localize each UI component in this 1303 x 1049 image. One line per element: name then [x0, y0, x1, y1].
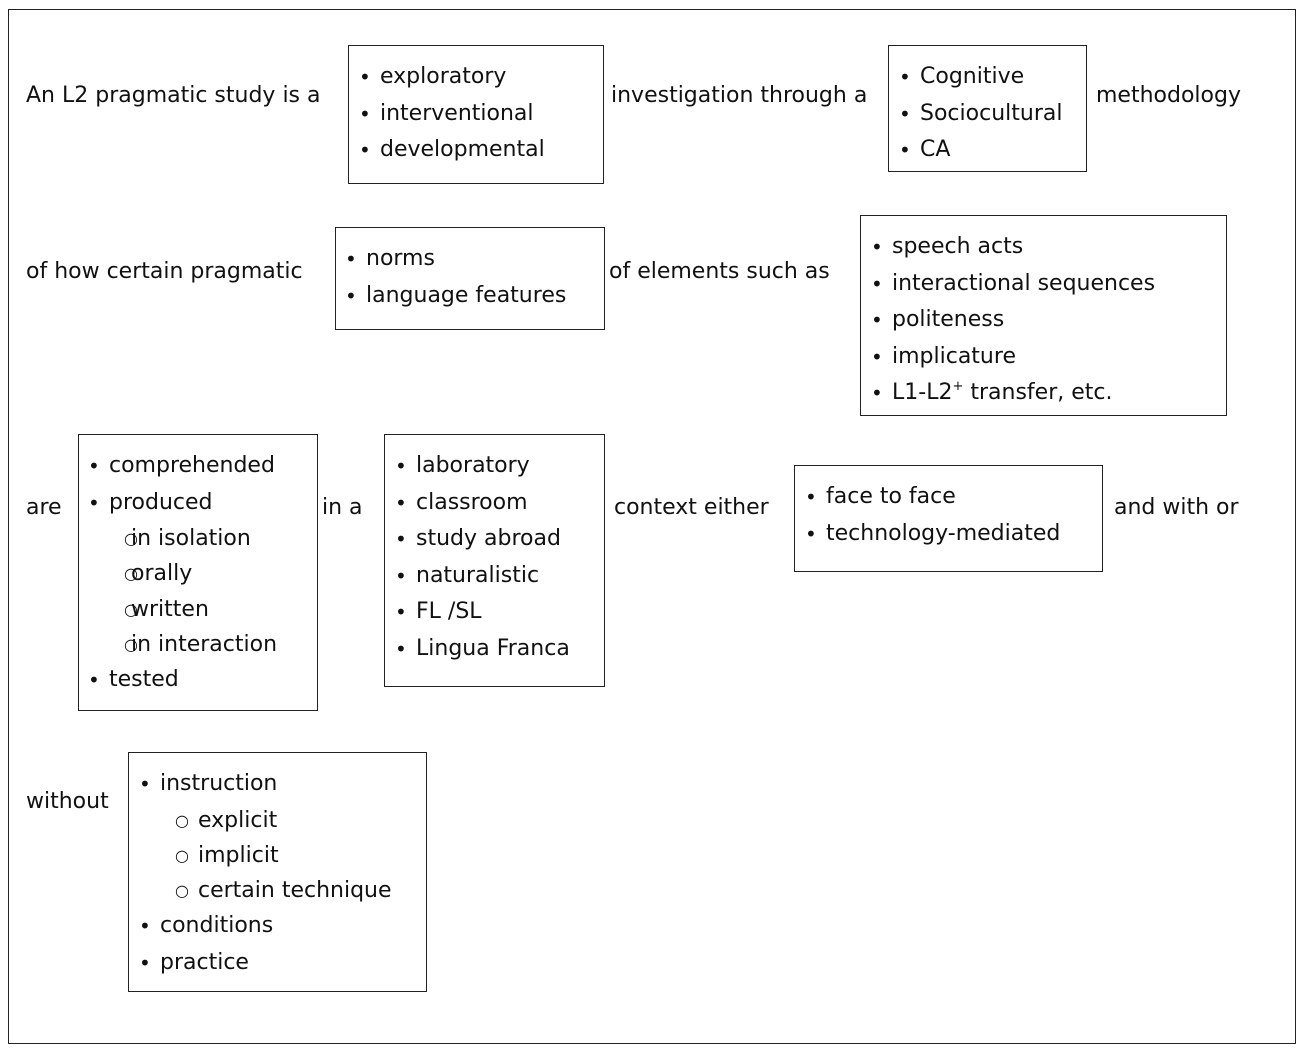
- list-item: laboratory: [393, 448, 604, 485]
- box-pragmatic-elements: speech acts interactional sequences poli…: [860, 215, 1227, 416]
- list-item: Lingua Franca: [393, 631, 604, 668]
- list-item: comprehended: [86, 448, 317, 485]
- list-item: classroom: [393, 485, 604, 522]
- label-how-certain-pragmatic: of how certain pragmatic: [26, 259, 303, 284]
- label-investigation-through: investigation through a: [611, 83, 868, 108]
- box-mode-of-contact: face to face technology-mediated: [794, 465, 1103, 572]
- list-item: technology-mediated: [803, 516, 1102, 553]
- list-item: conditions: [137, 908, 426, 945]
- transfer-prefix: L1-L2: [892, 380, 953, 405]
- list-item: face to face: [803, 479, 1102, 516]
- label-l2-pragmatic-study: An L2 pragmatic study is a: [26, 83, 321, 108]
- box-processing-mode: comprehended produced in isolation orall…: [78, 434, 318, 711]
- list-item: Sociocultural: [897, 96, 1086, 133]
- list-item: produced: [86, 485, 317, 522]
- sub-list-item: certain technique: [137, 873, 426, 909]
- list-item: FL /SL: [393, 594, 604, 631]
- box-methodology-type: Cognitive Sociocultural CA: [888, 45, 1087, 172]
- list-item: naturalistic: [393, 558, 604, 595]
- sub-list-item: explicit: [137, 803, 426, 839]
- box-context-setting: laboratory classroom study abroad natura…: [384, 434, 605, 687]
- sub-list-item: orally: [86, 556, 317, 592]
- transfer-superscript: +: [952, 379, 964, 394]
- label-in-a: in a: [322, 495, 363, 520]
- list-item: interventional: [357, 96, 603, 133]
- box-norms-features: norms language features: [335, 227, 605, 330]
- label-and-with-or: and with or: [1114, 495, 1239, 520]
- list-item: norms: [343, 241, 604, 278]
- list-item: tested: [86, 662, 317, 699]
- list-item: politeness: [869, 302, 1226, 339]
- diagram-frame: [8, 9, 1296, 1044]
- list-item: exploratory: [357, 59, 603, 96]
- transfer-suffix: transfer, etc.: [963, 380, 1113, 405]
- list-item: Cognitive: [897, 59, 1086, 96]
- sub-list-item: written: [86, 592, 317, 628]
- list-item: speech acts: [869, 229, 1226, 266]
- list-item: implicature: [869, 339, 1226, 376]
- box-instruction: instruction explicit implicit certain te…: [128, 752, 427, 992]
- label-are: are: [26, 495, 62, 520]
- label-without: without: [26, 789, 109, 814]
- list-item: instruction: [137, 766, 426, 803]
- label-methodology: methodology: [1096, 83, 1241, 108]
- list-item: CA: [897, 132, 1086, 169]
- sub-list-item: implicit: [137, 838, 426, 874]
- box-study-type: exploratory interventional developmental: [348, 45, 604, 184]
- sub-list-item: in interaction: [86, 627, 317, 663]
- label-context-either: context either: [614, 495, 769, 520]
- list-item-transfer: L1-L2+ transfer, etc.: [869, 375, 1226, 412]
- list-item: developmental: [357, 132, 603, 169]
- list-item: study abroad: [393, 521, 604, 558]
- sub-list-item: in isolation: [86, 521, 317, 557]
- label-elements-such-as: of elements such as: [609, 259, 830, 284]
- list-item: interactional sequences: [869, 266, 1226, 303]
- list-item: language features: [343, 278, 604, 315]
- list-item: practice: [137, 945, 426, 982]
